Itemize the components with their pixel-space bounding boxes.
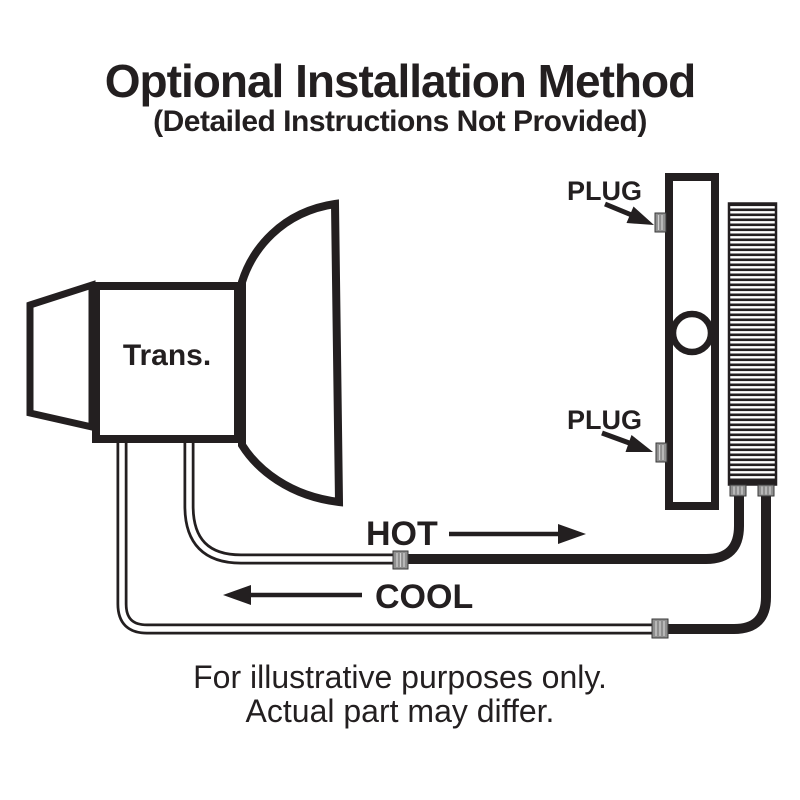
hot-flow-arrow: [449, 524, 586, 544]
hot-line-thin-core: [186, 443, 398, 562]
cool-line-thin-core: [119, 443, 655, 632]
plug-label-top: PLUG: [567, 176, 643, 206]
footer-disclaimer-line1: For illustrative purposes only.: [193, 659, 607, 695]
tail-shaft: [26, 280, 96, 432]
bell-housing: [238, 199, 344, 507]
cooler-fitting-right: [757, 484, 775, 497]
cool-label: COOL: [375, 578, 474, 616]
hot-label: HOT: [366, 515, 438, 553]
plug-pointer-arrow-bottom: [601, 430, 653, 452]
diagram-subtitle: (Detailed Instructions Not Provided): [153, 105, 647, 138]
radiator-port-circle: [669, 310, 715, 356]
transmission-label: Trans.: [122, 339, 212, 372]
plug-label-bottom: PLUG: [567, 405, 643, 435]
diagram-title: Optional Installation Method: [104, 55, 696, 107]
hot-hose-fitting: [392, 550, 409, 570]
radiator-plug-bottom: [655, 442, 668, 463]
radiator-plug-top: [654, 212, 667, 233]
cooler-core: [727, 202, 778, 486]
cool-flow-arrow: [223, 585, 362, 605]
cooler-bottom-cap: [729, 479, 776, 485]
transmission-body: [92, 282, 242, 443]
cool-line-hose: [666, 488, 771, 634]
hot-line-hose: [400, 488, 744, 564]
cool-hose-fitting: [651, 618, 669, 639]
footer-disclaimer-line2: Actual part may differ.: [245, 693, 555, 729]
plug-pointer-arrow-top: [604, 201, 654, 225]
cooler-fitting-left: [729, 484, 747, 497]
